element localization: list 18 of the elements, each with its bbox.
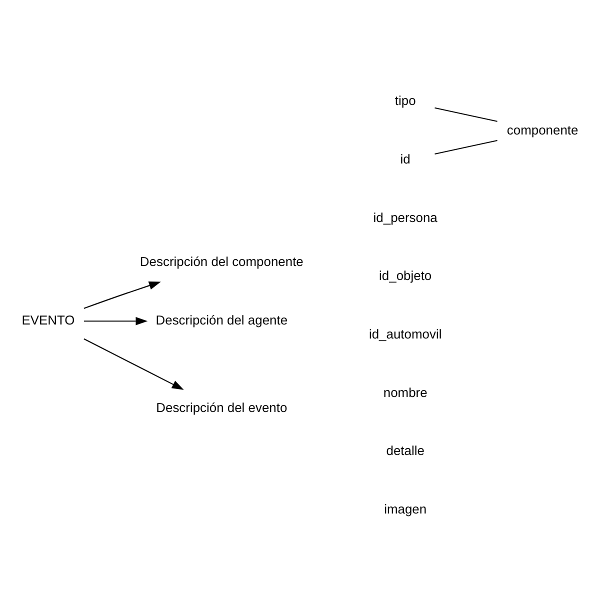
node-text: Descripción del componente bbox=[140, 254, 304, 269]
arrow bbox=[84, 316, 148, 325]
node-text: Descripción del agente bbox=[156, 312, 288, 327]
connector bbox=[434, 106, 498, 122]
label: id_automovil bbox=[368, 326, 442, 342]
label: id_objeto bbox=[379, 268, 432, 283]
label: id_persona bbox=[373, 209, 438, 224]
node-text: Descripción del evento bbox=[156, 400, 288, 415]
label: detalle bbox=[386, 442, 424, 458]
connector bbox=[434, 139, 498, 154]
label: imagen bbox=[384, 501, 427, 516]
arrow bbox=[84, 338, 184, 390]
label: nombre bbox=[383, 384, 428, 400]
node-text: EVENTO bbox=[22, 312, 75, 327]
arrow bbox=[84, 281, 161, 308]
node-text: id bbox=[400, 150, 410, 166]
node-text: tipo bbox=[394, 92, 416, 108]
node-text: componente bbox=[506, 122, 578, 137]
